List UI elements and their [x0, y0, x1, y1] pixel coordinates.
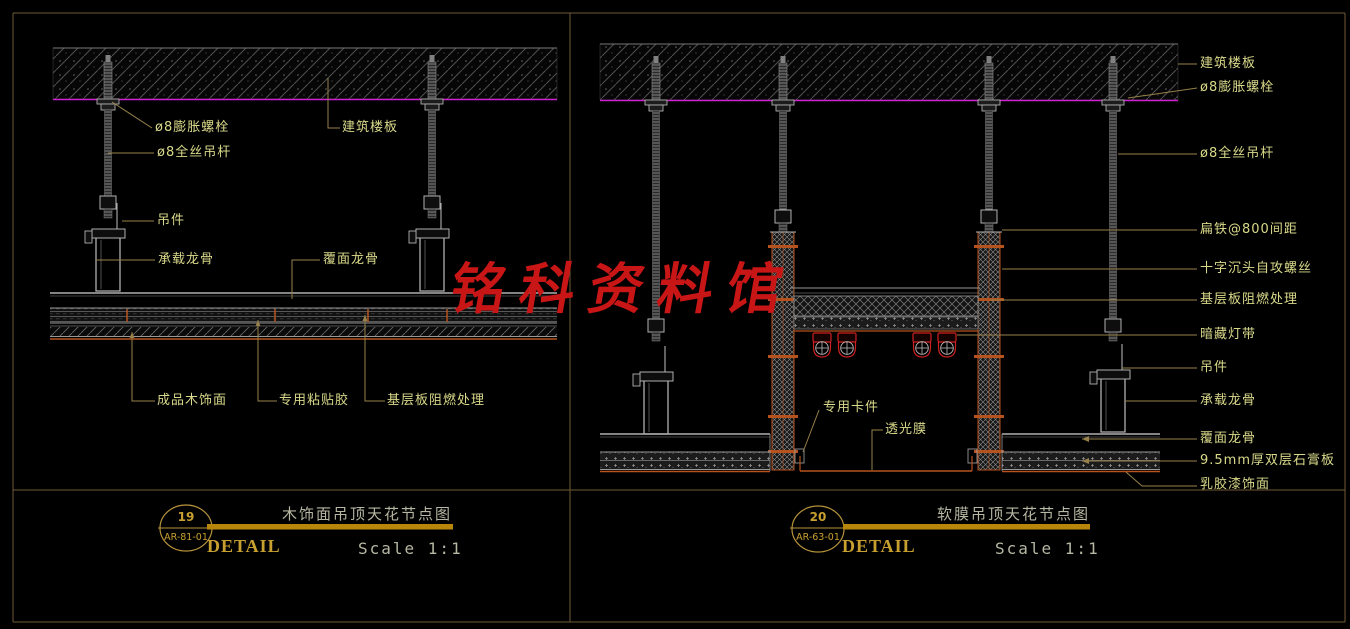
- callout-right-special-clip: 专用卡件: [823, 400, 880, 415]
- right-detail-code: AR-63-01: [796, 532, 840, 543]
- right-ceiling-left-side: [600, 433, 771, 473]
- left-detail-drawing: [50, 47, 558, 552]
- callout-left-base-board: 基层板阻燃处理: [387, 393, 486, 408]
- callout-right-gypsum-board: 9.5mm厚双层石膏板: [1200, 453, 1336, 468]
- lightbox-top: [790, 287, 980, 332]
- left-leader-lines: [96, 78, 385, 402]
- right-detail-title: 软膜吊顶天花节点图: [936, 505, 1090, 523]
- callout-left-building-slab: 建筑楼板: [342, 120, 399, 135]
- callout-right-concealed-light: 暗藏灯带: [1200, 327, 1257, 342]
- left-building-slab: [52, 47, 558, 100]
- right-title-block-graphics: [790, 505, 1090, 553]
- right-hanger-short-1: [771, 55, 795, 233]
- left-ceiling-panel: [50, 307, 557, 340]
- left-title-block-graphics: [158, 504, 453, 552]
- left-detail-title: 木饰面吊顶天花节点图: [281, 505, 452, 523]
- right-hanger-long-2: [1089, 55, 1131, 433]
- callout-right-expansion-bolt: ø8膨胀螺栓: [1200, 80, 1275, 95]
- callout-right-furring-channel: 覆面龙骨: [1200, 431, 1257, 446]
- left-detail-code: AR-81-01: [164, 532, 208, 543]
- callout-left-carrying-channel: 承载龙骨: [158, 252, 215, 267]
- right-detail-scale: Scale 1:1: [995, 539, 1100, 558]
- callout-left-threaded-rod: ø8全丝吊杆: [157, 145, 232, 160]
- callout-right-carrying-channel: 承载龙骨: [1200, 393, 1257, 408]
- sheet-frame: [12, 12, 1346, 623]
- callout-left-furring-channel: 覆面龙骨: [323, 252, 380, 267]
- left-detail-scale: Scale 1:1: [358, 539, 463, 558]
- callout-left-adhesive: 专用粘贴胶: [279, 393, 350, 408]
- callout-right-self-tapping-screw: 十字沉头自攻螺丝: [1200, 261, 1313, 276]
- callout-left-expansion-bolt: ø8膨胀螺栓: [155, 120, 230, 135]
- callout-left-hanger: 吊件: [157, 213, 186, 228]
- callout-right-threaded-rod: ø8全丝吊杆: [1200, 146, 1275, 161]
- left-detail-label: DETAIL: [207, 536, 281, 556]
- right-detail-label: DETAIL: [842, 536, 916, 556]
- callout-right-hanger: 吊件: [1200, 360, 1229, 375]
- right-building-slab: [599, 43, 1179, 101]
- left-detail-number: 19: [177, 510, 195, 524]
- right-detail-drawing: [599, 43, 1198, 553]
- callout-right-latex-paint: 乳胶漆饰面: [1200, 477, 1271, 492]
- callout-right-base-board: 基层板阻燃处理: [1200, 292, 1299, 307]
- watermark-text: 铭科资料馆: [445, 257, 802, 321]
- right-hanger-short-2: [977, 55, 1001, 233]
- callout-right-building-slab: 建筑楼板: [1200, 56, 1257, 71]
- right-detail-number: 20: [809, 510, 827, 524]
- lightbox-membrane: [794, 448, 978, 472]
- callout-right-flat-iron: 扁铁@800间距: [1200, 222, 1298, 237]
- right-ceiling-right-side: [1001, 433, 1160, 473]
- left-furring-channel: [50, 292, 557, 297]
- callout-right-translucent-membrane: 透光膜: [885, 422, 928, 437]
- right-leader-lines: [802, 63, 1198, 487]
- lightbox-led-strip: [812, 332, 957, 358]
- left-hanger-assembly-2: [408, 54, 450, 292]
- right-hanger-long-1: [632, 55, 674, 435]
- lightbox-post-right: [973, 231, 1005, 471]
- callout-left-wood-veneer: 成品木饰面: [157, 393, 228, 408]
